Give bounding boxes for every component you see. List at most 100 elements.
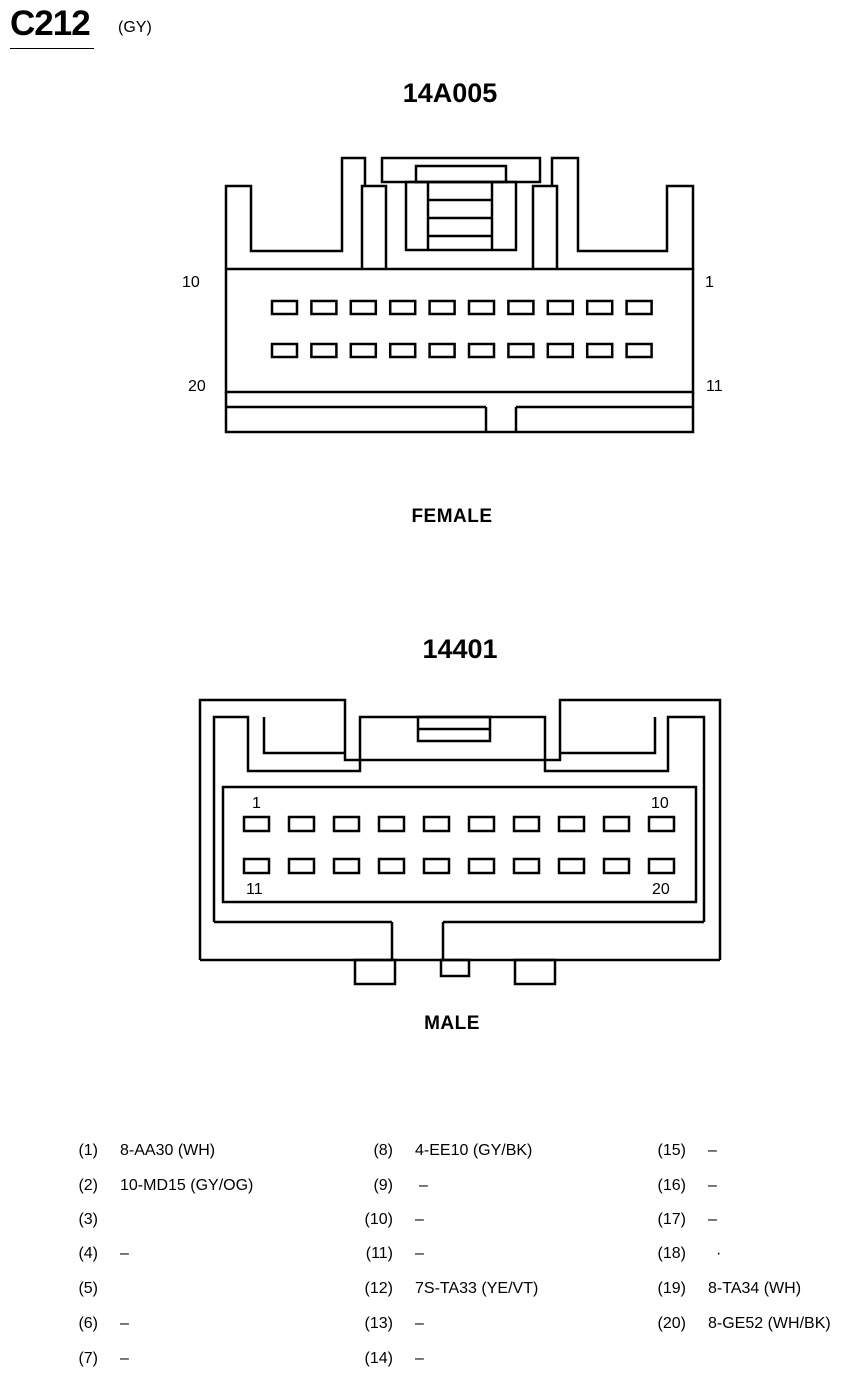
male-pin-cavity [512, 815, 541, 833]
pin-circuit: 10-MD15 (GY/OG) [120, 1177, 254, 1194]
female-latch-right [531, 184, 559, 269]
female-pin-label-20: 20 [188, 378, 206, 395]
male-pin-cavities [242, 815, 676, 875]
pin-circuit: – [415, 1350, 424, 1367]
header-underline [10, 48, 94, 49]
female-label: FEMALE [411, 506, 493, 527]
pin-circuit: 8-TA34 (WH) [708, 1280, 802, 1297]
male-part-number: 14401 [422, 634, 498, 664]
male-pin-label-1: 1 [252, 795, 261, 812]
male-pin-cavity [287, 815, 316, 833]
female-pin-cavities [270, 299, 653, 359]
female-connector-body [224, 156, 695, 434]
male-pin-cavity [467, 857, 496, 875]
pin-circuit: – [120, 1350, 129, 1367]
female-pin-cavity [585, 299, 614, 316]
male-pin-cavity [647, 857, 676, 875]
male-pin-label-20: 20 [652, 881, 670, 898]
female-pin-cavity [310, 299, 338, 316]
female-latch-inner [404, 180, 518, 252]
pin-number: (18) [657, 1245, 686, 1262]
female-pin-cavity [467, 342, 496, 359]
female-pin-label-10: 10 [182, 274, 200, 291]
female-pin-cavity [467, 299, 496, 316]
pin-number: (17) [657, 1211, 686, 1228]
male-pin-cavity [377, 815, 406, 833]
pin-number: (4) [78, 1245, 98, 1262]
female-base [224, 392, 695, 434]
male-pin-cavity [332, 815, 361, 833]
male-outer-shroud [198, 698, 722, 960]
pin-circuit: – [708, 1177, 717, 1194]
male-connector-body [198, 698, 722, 986]
female-right-ear [550, 156, 695, 269]
female-pin-cavity [625, 342, 653, 359]
pin-number: (13) [364, 1315, 393, 1332]
male-label: MALE [424, 1013, 480, 1034]
female-pin-cavity [428, 342, 456, 359]
pin-circuit: – [120, 1315, 129, 1332]
female-pin-cavity [349, 299, 378, 316]
female-pin-cavity [546, 299, 575, 316]
male-pin-cavity [242, 857, 271, 875]
female-pin-cavity [585, 342, 614, 359]
male-pin-cavity [332, 857, 361, 875]
female-pin-cavity [270, 299, 299, 316]
pin-number: (3) [78, 1211, 98, 1228]
pin-number: (11) [365, 1245, 393, 1262]
pin-circuit: – [708, 1142, 717, 1159]
male-tab-left [353, 958, 397, 986]
female-pin-cavity [546, 342, 575, 359]
pin-circuit: – [415, 1245, 424, 1262]
male-pin-cavity [422, 815, 451, 833]
pin-number: (12) [364, 1280, 393, 1297]
male-pin-label-10: 10 [651, 795, 669, 812]
male-pin-cavity [602, 815, 631, 833]
male-pin-cavity [512, 857, 541, 875]
pin-number: (8) [373, 1142, 393, 1159]
connector-color: (GY) [118, 19, 152, 36]
female-pin-cavity [428, 299, 456, 316]
male-pin-field [221, 785, 698, 904]
pin-number: (1) [78, 1142, 98, 1159]
pin-circuit: · [716, 1245, 722, 1262]
pin-circuit: 7S-TA33 (YE/VT) [415, 1280, 539, 1297]
female-left-ear [224, 156, 367, 269]
pin-circuit: – [415, 1211, 424, 1228]
male-pin-cavity [377, 857, 406, 875]
female-pin-cavity [310, 342, 338, 359]
female-pin-cavity [349, 342, 378, 359]
connector-id: C212 [10, 4, 91, 43]
female-pin-cavity [388, 299, 417, 316]
male-pin-cavity [557, 857, 586, 875]
female-pin-label-1: 1 [705, 274, 714, 291]
pin-number: (16) [657, 1177, 686, 1194]
male-pin-label-11: 11 [246, 881, 263, 898]
male-pin-cavity [422, 857, 451, 875]
female-pin-cavity [270, 342, 299, 359]
pin-number: (2) [78, 1177, 98, 1194]
pin-circuit: – [708, 1211, 717, 1228]
pin-number: (19) [657, 1280, 686, 1297]
male-pin-cavity [557, 815, 586, 833]
male-inner-shroud [212, 715, 706, 922]
female-pin-cavity [507, 299, 535, 316]
pin-circuit: 8-GE52 (WH/BK) [708, 1315, 831, 1332]
male-pin-cavity [647, 815, 676, 833]
female-part-number: 14A005 [402, 78, 498, 108]
pin-number: (6) [78, 1315, 98, 1332]
pin-number: (7) [78, 1350, 98, 1367]
male-tab-center [439, 958, 471, 978]
pin-number: (9) [373, 1177, 393, 1194]
male-tab-right [513, 958, 557, 986]
pin-circuit: 8-AA30 (WH) [120, 1142, 216, 1159]
pin-circuit: – [419, 1177, 428, 1194]
pin-circuit: 4-EE10 (GY/BK) [415, 1142, 533, 1159]
female-pin-cavity [507, 342, 535, 359]
pin-number: (5) [78, 1280, 98, 1297]
male-pin-cavity [602, 857, 631, 875]
female-pin-cavity [388, 342, 417, 359]
male-pin-cavity [467, 815, 496, 833]
pin-number: (10) [364, 1211, 393, 1228]
